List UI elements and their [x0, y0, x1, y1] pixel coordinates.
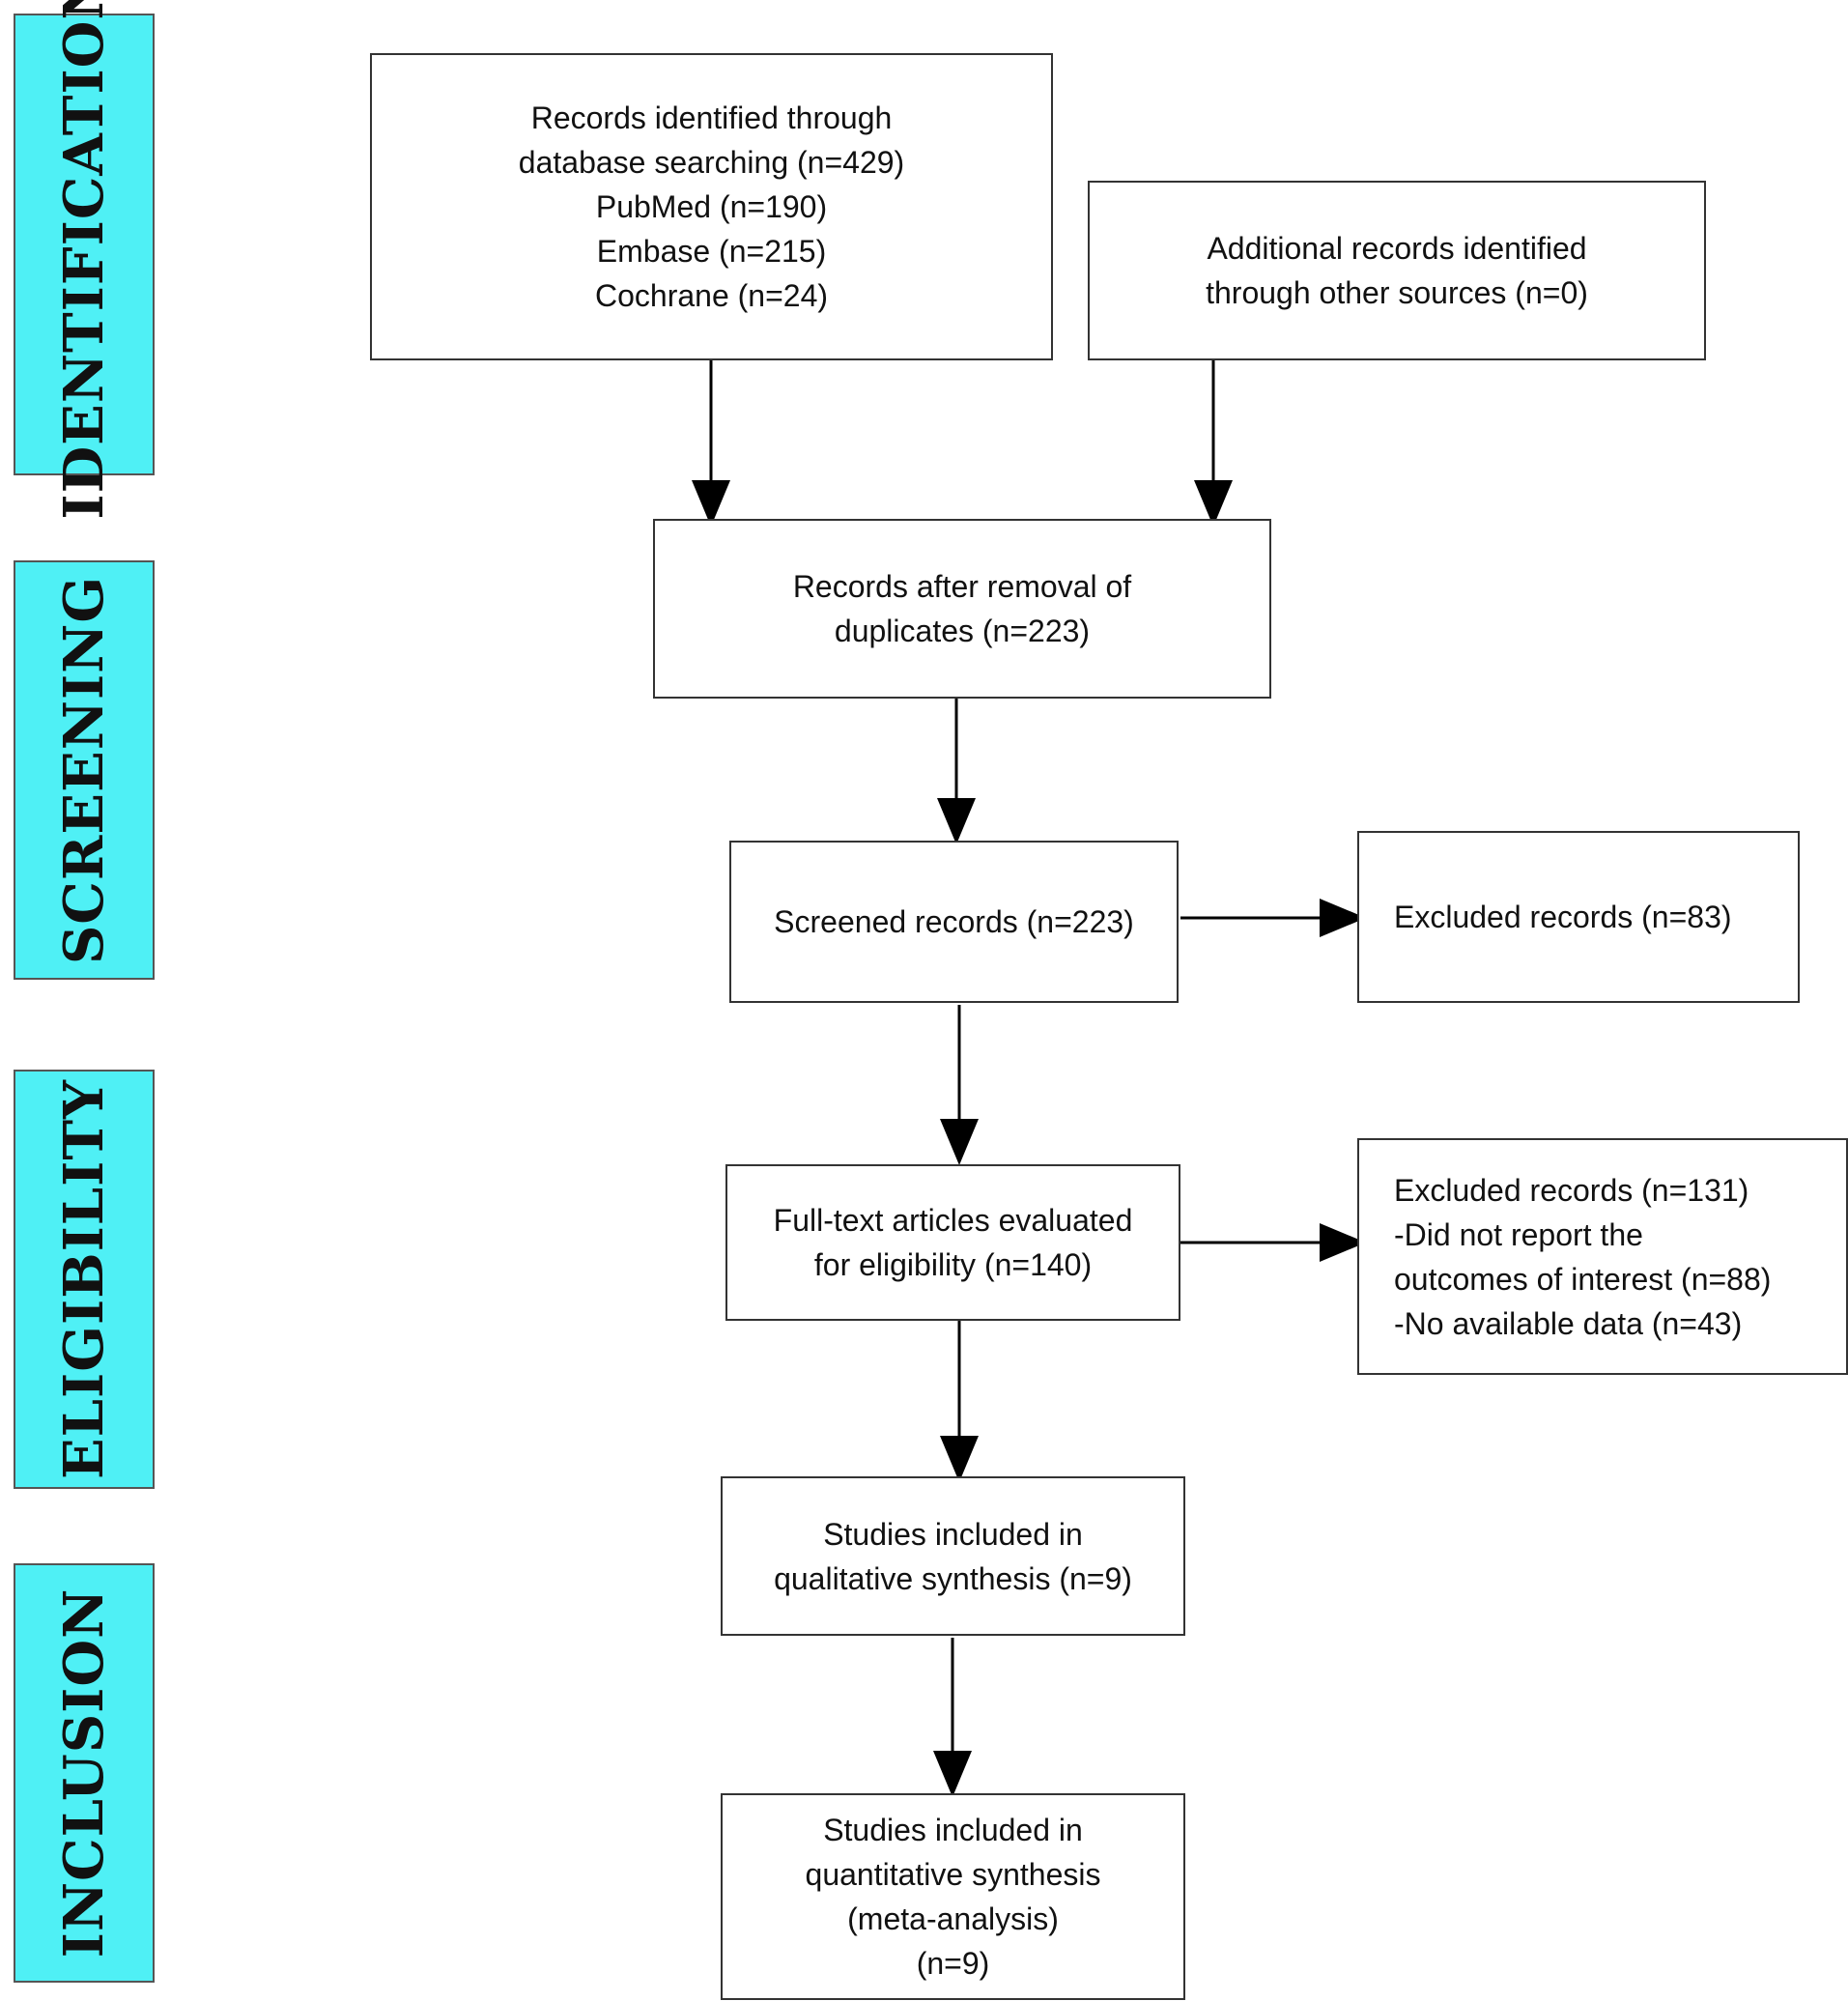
box-line: Screened records (n=223) — [774, 904, 1134, 939]
arrowhead-4 — [1320, 899, 1366, 937]
box-line: Studies included in — [823, 1813, 1083, 1847]
box-line: (n=9) — [916, 1946, 990, 1981]
box-line: Cochrane (n=24) — [594, 278, 829, 313]
phase-eligibility: ELIGIBILITY — [14, 1070, 155, 1489]
arrowhead-5 — [940, 1119, 979, 1165]
phase-inclusion: INCLUSION — [14, 1563, 155, 1983]
arrowhead-8 — [933, 1751, 972, 1797]
box-line: duplicates (n=223) — [834, 614, 1091, 648]
box-line: outcomes of interest (n=88) — [1394, 1261, 1772, 1297]
box-excluded-screening: Excluded records (n=83) — [1357, 831, 1800, 1003]
box-line: Embase (n=215) — [596, 234, 827, 269]
box-after-duplicates: Records after removal of duplicates (n=2… — [653, 519, 1271, 699]
box-line: -Did not report the — [1394, 1216, 1643, 1252]
box-screened-records: Screened records (n=223) — [729, 841, 1179, 1003]
box-line: Records identified through — [530, 100, 893, 135]
box-fulltext-evaluated: Full-text articles evaluated for eligibi… — [725, 1164, 1180, 1321]
arrowhead-7 — [940, 1436, 979, 1482]
box-quantitative-synthesis: Studies included in quantitative synthes… — [721, 1793, 1185, 2000]
box-line: (meta-analysis) — [847, 1901, 1059, 1936]
box-line: Excluded records (n=83) — [1394, 900, 1732, 934]
box-line: Full-text articles evaluated — [773, 1203, 1133, 1238]
box-line: -No available data (n=43) — [1394, 1305, 1743, 1341]
box-line: database searching (n=429) — [518, 145, 905, 180]
box-qualitative-synthesis: Studies included in qualitative synthesi… — [721, 1476, 1185, 1636]
arrowhead-6 — [1320, 1223, 1366, 1262]
box-line: Excluded records (n=131) — [1394, 1172, 1749, 1208]
box-line: Records after removal of — [792, 569, 1132, 604]
arrowhead-3 — [937, 798, 976, 844]
box-line: qualitative synthesis (n=9) — [774, 1560, 1132, 1596]
box-line: quantitative synthesis — [805, 1857, 1101, 1892]
box-line: for eligibility (n=140) — [813, 1247, 1093, 1282]
arrowhead-1 — [692, 480, 730, 527]
box-line: PubMed (n=190) — [595, 189, 828, 224]
box-excluded-fulltext: Excluded records (n=131) -Did not report… — [1357, 1138, 1848, 1375]
box-additional-records: Additional records identified through ot… — [1088, 181, 1706, 360]
box-database-records: Records identified through database sear… — [370, 53, 1053, 360]
phase-screening: SCREENING — [14, 560, 155, 980]
box-line: through other sources (n=0) — [1206, 275, 1588, 310]
box-line: Additional records identified — [1207, 231, 1587, 266]
arrowhead-2 — [1194, 480, 1233, 527]
phase-identification: IDENTIFICATION — [14, 0, 155, 520]
box-line: Studies included in — [823, 1516, 1083, 1552]
